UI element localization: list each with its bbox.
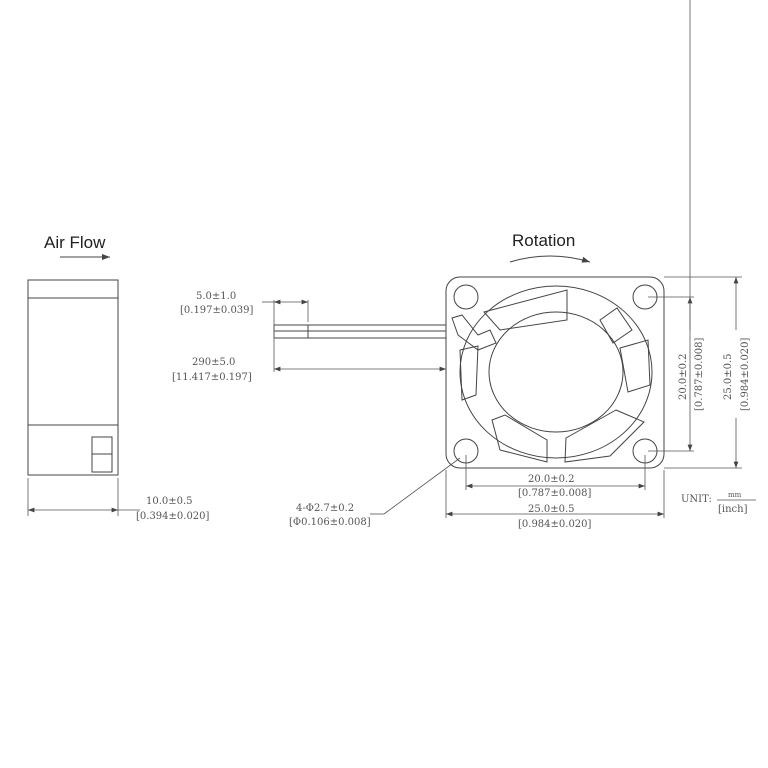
hole-pitch-h-in: [0.787±0.008] xyxy=(518,488,592,499)
mount-hole-tl xyxy=(453,284,479,310)
fan-front-view xyxy=(445,276,665,469)
lead-wires xyxy=(273,324,446,339)
thickness-mm: 10.0±0.5 xyxy=(146,496,193,507)
rotation-label: Rotation xyxy=(512,231,575,250)
hole-pitch-h-mm: 20.0±0.2 xyxy=(528,474,575,485)
hole-pitch-v-mm: 20.0±0.2 xyxy=(678,353,689,400)
rotation-arrow-icon xyxy=(509,255,591,263)
width-mm: 25.0±0.5 xyxy=(528,504,575,515)
hub xyxy=(488,311,624,433)
lead-strip-mm: 5.0±1.0 xyxy=(196,291,236,302)
thickness-in: [0.394±0.020] xyxy=(136,511,210,522)
fan-side-view xyxy=(27,279,119,476)
hole-pitch-v-in: [0.787±0.008] xyxy=(694,337,705,411)
lead-length-in: [11.417±0.197] xyxy=(172,372,252,383)
hole-diameter-in: [Φ0.106±0.008] xyxy=(289,517,371,528)
height-dimension xyxy=(664,276,742,469)
unit-numerator: mm xyxy=(728,491,742,499)
hole-pitch-vertical-dimension xyxy=(648,0,694,452)
height-in: [0.984±0.020] xyxy=(740,337,751,411)
hole-pitch-horizontal-dimension xyxy=(465,455,646,490)
unit-denominator: [inch] xyxy=(718,504,748,515)
lead-strip-dimension xyxy=(262,299,309,372)
thickness-dimension xyxy=(27,478,140,516)
unit-label: UNIT: xyxy=(681,494,712,505)
height-mm: 25.0±0.5 xyxy=(723,353,734,400)
lead-length-mm: 290±5.0 xyxy=(192,357,235,368)
air-flow-label: Air Flow xyxy=(44,233,106,252)
hole-diameter-mm: 4-Φ2.7±0.2 xyxy=(296,503,354,514)
width-in: [0.984±0.020] xyxy=(518,519,592,530)
hole-callout-leader xyxy=(370,457,461,515)
width-dimension xyxy=(445,470,665,518)
lead-strip-in: [0.197±0.039] xyxy=(180,305,254,316)
